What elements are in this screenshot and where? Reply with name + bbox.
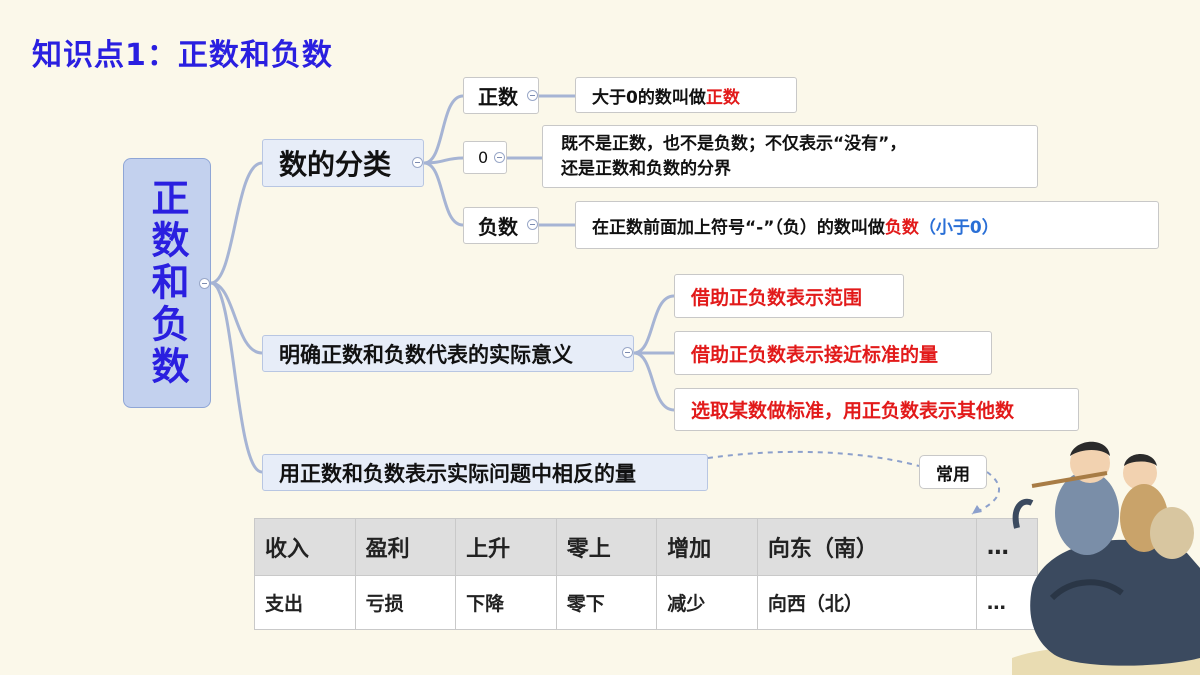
branch-opposite[interactable]: 用正数和负数表示实际问题中相反的量	[262, 454, 708, 491]
table-cell: 下降	[455, 575, 557, 630]
opposites-table: 收入 盈利 上升 零上 增加 向东（南） … 支出 亏损 下降 零下 减少 向西…	[254, 518, 1039, 630]
desc-negative-note: （小于0）	[918, 217, 999, 238]
table-cell: 向东（南）	[756, 518, 977, 576]
branch-classification[interactable]: 数的分类	[262, 139, 424, 187]
arrow-head	[972, 505, 982, 514]
branch-opposite-label: 用正数和负数表示实际问题中相反的量	[279, 461, 636, 486]
node-negative-label: 负数	[478, 215, 518, 239]
branch-meaning[interactable]: 明确正数和负数代表的实际意义	[262, 335, 634, 372]
node-zero-label: 0	[478, 148, 489, 167]
table-cell: 增加	[656, 518, 758, 576]
link-root-opposite	[210, 281, 263, 474]
collapse-icon[interactable]	[199, 278, 210, 289]
link-class-negative	[423, 161, 464, 227]
link-root-classification	[210, 161, 263, 285]
collapse-icon[interactable]	[527, 219, 538, 230]
table-cell: …	[975, 575, 1039, 630]
table-cell: 收入	[254, 518, 356, 576]
node-positive-label: 正数	[478, 85, 518, 109]
table-cell: 支出	[254, 575, 356, 630]
desc-zero-line2: 还是正数和负数的分界	[561, 158, 731, 179]
desc-zero[interactable]: 既不是正数，也不是负数；不仅表示“没有”， 还是正数和负数的分界	[542, 125, 1038, 188]
root-node[interactable]: 正数和负数	[123, 158, 211, 408]
node-negative[interactable]: 负数	[463, 207, 539, 244]
desc-negative[interactable]: 在正数前面加上符号“-”（负）的数叫做负数（小于0）	[575, 201, 1159, 249]
common-tag[interactable]: 常用	[919, 455, 987, 489]
desc-negative-highlight: 负数	[884, 217, 919, 238]
link-opposite-common	[707, 450, 920, 467]
collapse-icon[interactable]	[412, 157, 423, 168]
node-positive[interactable]: 正数	[463, 77, 539, 114]
desc-positive[interactable]: 大于0的数叫做正数	[575, 77, 797, 113]
meaning-item-choose-standard[interactable]: 选取某数做标准，用正负数表示其他数	[674, 388, 1079, 431]
table-cell: 零上	[555, 518, 658, 576]
meaning-item-label: 选取某数做标准，用正负数表示其他数	[691, 400, 1015, 422]
collapse-icon[interactable]	[527, 90, 538, 101]
collapse-icon[interactable]	[622, 347, 633, 358]
table-cell: 盈利	[354, 518, 457, 576]
desc-zero-line1: 既不是正数，也不是负数；不仅表示“没有”，	[561, 133, 907, 154]
table-cell: 亏损	[354, 575, 457, 630]
meaning-item-near-standard[interactable]: 借助正负数表示接近标准的量	[674, 331, 992, 375]
desc-positive-highlight: 正数	[705, 87, 740, 108]
branch-meaning-label: 明确正数和负数代表的实际意义	[279, 342, 573, 367]
branch-classification-label: 数的分类	[279, 148, 392, 181]
desc-positive-text: 大于0的数叫做	[592, 87, 706, 108]
common-tag-label: 常用	[936, 464, 970, 485]
collapse-icon[interactable]	[494, 152, 505, 163]
link-meaning-item3	[633, 351, 675, 412]
table-row: 收入 盈利 上升 零上 增加 向东（南） …	[254, 518, 1039, 576]
meaning-item-range[interactable]: 借助正负数表示范围	[674, 274, 904, 318]
table-cell: …	[975, 518, 1039, 576]
meaning-item-label: 借助正负数表示范围	[691, 286, 863, 309]
link-class-positive	[423, 94, 464, 165]
children-on-ox-illustration	[1012, 441, 1200, 675]
link-root-meaning	[210, 281, 263, 355]
page-title: 知识点1：正数和负数	[32, 38, 333, 73]
meaning-item-label: 借助正负数表示接近标准的量	[691, 343, 939, 366]
table-cell: 减少	[656, 575, 758, 630]
desc-negative-text: 在正数前面加上符号“-”（负）的数叫做	[592, 217, 885, 238]
table-cell: 向西（北）	[756, 575, 977, 630]
root-label: 正数和负数	[145, 178, 189, 388]
table-cell: 零下	[555, 575, 658, 630]
table-cell: 上升	[455, 518, 557, 576]
link-meaning-item1	[633, 294, 675, 355]
table-row: 支出 亏损 下降 零下 减少 向西（北） …	[254, 575, 1039, 630]
